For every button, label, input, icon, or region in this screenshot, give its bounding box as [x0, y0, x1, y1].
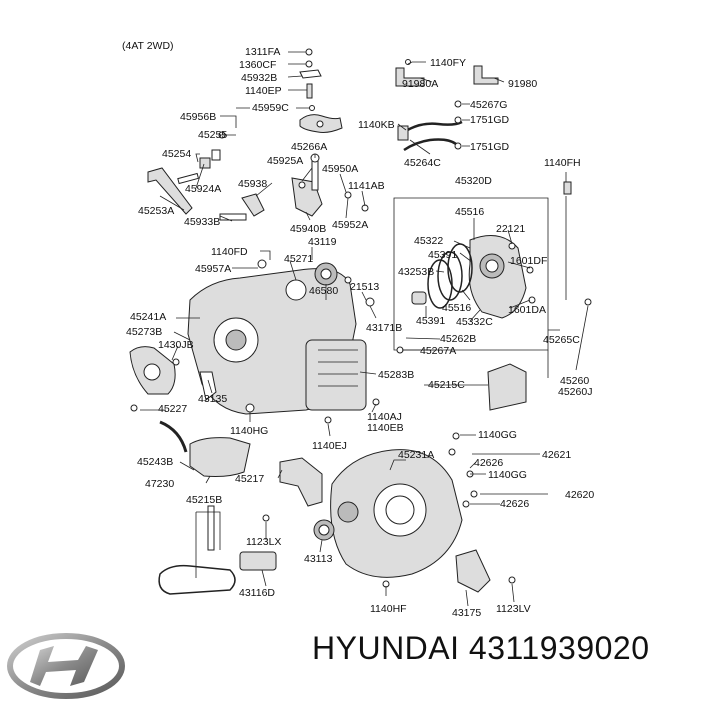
part-label: 22121: [496, 223, 525, 235]
part-label: 43175: [452, 607, 481, 619]
part-number-caption: HYUNDAI 4311939020: [312, 630, 650, 666]
part-labels: 1311FA 1360CF 45932B 1140EP 45959C 45956…: [126, 46, 594, 619]
part-label: 45956B: [180, 111, 216, 123]
part-label: 45938: [238, 178, 267, 190]
part-label: 1140HG: [230, 425, 268, 437]
part-label: 45332C: [456, 316, 493, 328]
part-label: 43116D: [239, 587, 275, 599]
part-label: 45215C: [428, 379, 465, 391]
part-label: 1140EJ: [312, 440, 347, 452]
part-label: 43253B: [398, 266, 434, 278]
part-label: 1430JB: [158, 339, 194, 351]
part-label: 1141AB: [348, 180, 385, 192]
part-label: 21513: [350, 281, 379, 293]
converter-housing: [158, 432, 516, 595]
part-label: 43119: [308, 236, 337, 248]
part-label: 42626: [474, 457, 503, 469]
part-label: 1140FD: [211, 246, 248, 258]
rear-cover-assembly: [393, 197, 592, 351]
part-label: 45950A: [322, 163, 358, 175]
part-label: 45516: [442, 302, 471, 314]
part-label: 91980: [508, 78, 537, 90]
part-label: 1140FH: [544, 157, 581, 169]
leader-lines: [140, 51, 589, 607]
part-label: 45320D: [455, 175, 492, 187]
oil-cooler-pipe-group: [395, 59, 572, 195]
part-label: 43171B: [366, 322, 402, 334]
part-label: 1140KB: [358, 119, 395, 131]
part-label: 1123LV: [496, 603, 531, 615]
diagram-subtitle: (4AT 2WD): [122, 40, 174, 52]
part-label: 45933B: [184, 216, 220, 228]
part-label: 45266A: [291, 141, 327, 153]
part-label: 45273B: [126, 326, 162, 338]
part-label: 45391: [428, 249, 457, 261]
part-label: 45957A: [195, 263, 231, 275]
part-label: 45940B: [290, 223, 326, 235]
part-label: 1140FY: [430, 57, 466, 69]
part-label: 45265C: [543, 334, 580, 346]
part-label: 45255: [198, 129, 227, 141]
hyundai-logo: [7, 633, 125, 699]
part-label: 42620: [565, 489, 594, 501]
part-label: 1140AJ: [367, 411, 402, 423]
part-label: 45267G: [470, 99, 507, 111]
part-label: 45391: [416, 315, 445, 327]
part-label: 1140GG: [488, 469, 527, 481]
part-label: 45260J: [558, 386, 592, 398]
part-label: 45215B: [186, 494, 222, 506]
part-label: 1140GG: [478, 429, 517, 441]
part-label: 43135: [198, 393, 227, 405]
part-label: 45262B: [440, 333, 476, 345]
part-label: 1140EP: [245, 85, 282, 97]
part-label: 1140EB: [367, 422, 404, 434]
part-label: 45932B: [241, 72, 277, 84]
part-label: 45260: [560, 375, 589, 387]
part-label: 45283B: [378, 369, 414, 381]
part-label: 1311FA: [245, 46, 280, 58]
part-label: 46580: [309, 285, 338, 297]
part-label: 45267A: [420, 345, 456, 357]
part-label: 42626: [500, 498, 529, 510]
part-label: 45516: [455, 206, 484, 218]
part-label: 1360CF: [239, 59, 276, 71]
part-label: 45959C: [252, 102, 289, 114]
part-label: 45271: [284, 253, 313, 265]
transaxle-case: [129, 259, 527, 477]
part-label: 1601DA: [508, 304, 546, 316]
part-label: 47230: [145, 478, 174, 490]
part-label: 1601DF: [510, 255, 547, 267]
part-label: 91980A: [402, 78, 438, 90]
part-label: 42621: [542, 449, 571, 461]
part-label: 45925A: [267, 155, 303, 167]
part-label: 45227: [158, 403, 187, 415]
manual-shaft-lever-group: [147, 48, 369, 221]
part-label: 45241A: [130, 311, 166, 323]
part-label: 45322: [414, 235, 443, 247]
part-label: 45253A: [138, 205, 174, 217]
part-label: 1751GD: [470, 114, 510, 126]
part-label: 45952A: [332, 219, 368, 231]
part-label: 45217: [235, 473, 264, 485]
part-label: 45264C: [404, 157, 441, 169]
part-label: 1751GD: [470, 141, 510, 153]
part-label: 1140HF: [370, 603, 407, 615]
part-label: 1123LX: [246, 536, 281, 548]
part-label: 45243B: [137, 456, 173, 468]
part-label: 45231A: [398, 449, 434, 461]
part-label: 43113: [304, 553, 333, 565]
part-label: 45254: [162, 148, 191, 160]
part-label: 45924A: [185, 183, 221, 195]
